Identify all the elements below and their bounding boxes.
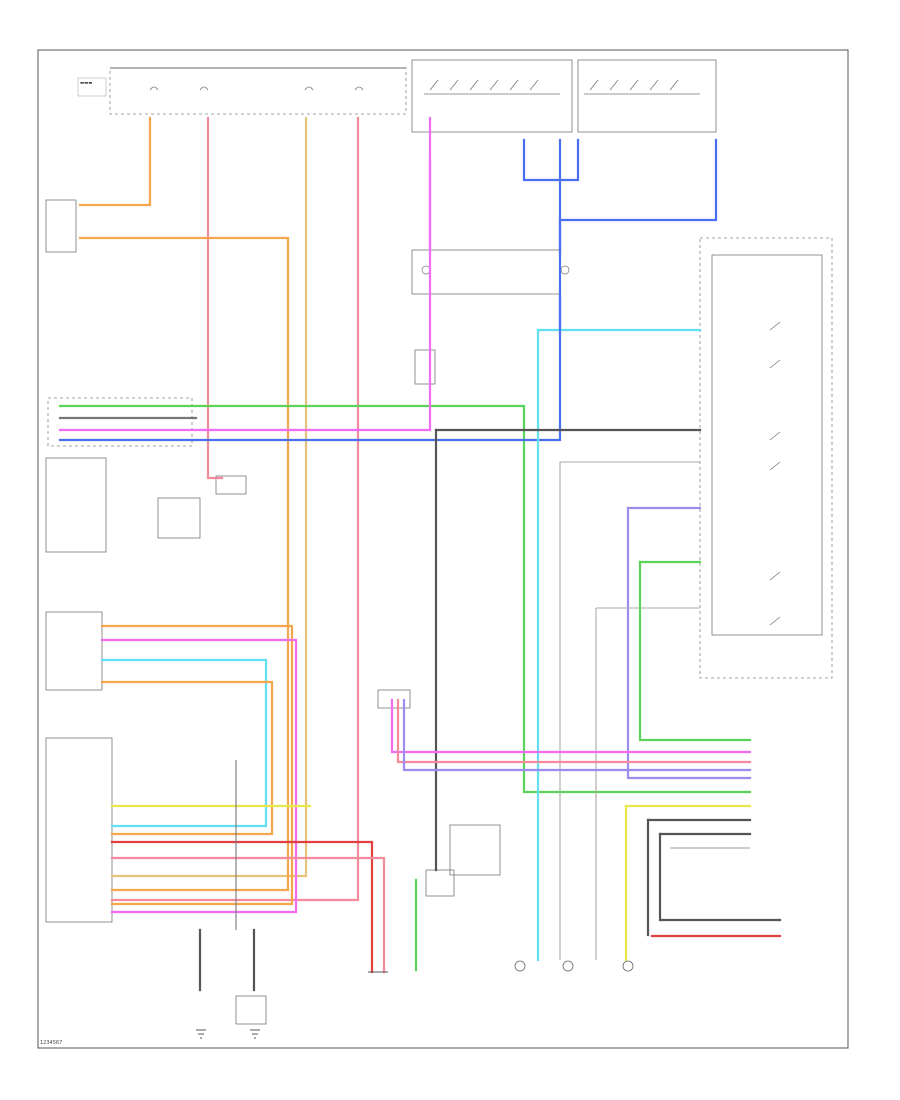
- flasher-module-small: [414, 349, 436, 385]
- relay-small: [215, 475, 247, 495]
- headlamp-switch: [699, 237, 833, 679]
- instrument-cluster: [45, 457, 107, 553]
- svg-text:▬▬▬: ▬▬▬: [80, 81, 92, 86]
- wires: [58, 116, 782, 992]
- hazard-switch: [411, 59, 573, 133]
- flasher-relay: [411, 249, 570, 295]
- turn-lamps: [514, 960, 634, 972]
- blower-motor-box: [157, 497, 201, 539]
- relay-bottom-left: [235, 995, 267, 1025]
- wire-orange: [78, 116, 152, 207]
- wire-pink-2: [110, 116, 360, 902]
- wire-tan: [110, 116, 308, 878]
- wire-pink: [206, 116, 224, 480]
- ground-points: [196, 971, 388, 1039]
- switch-box-bottom: [449, 824, 501, 876]
- dimmer-switch: [425, 869, 455, 897]
- hvac-control-module: [45, 737, 113, 923]
- bcm-connector: [47, 397, 193, 447]
- blower-module: [45, 611, 103, 691]
- diagram-code: 1234567: [40, 1040, 63, 1046]
- diagram-frame: [37, 49, 849, 1049]
- turn-signal-switch: [577, 59, 717, 133]
- fuse-block-top: ▬▬▬: [77, 67, 407, 115]
- relay-bottom-center: [377, 689, 411, 709]
- ground-switch-left: [45, 199, 77, 253]
